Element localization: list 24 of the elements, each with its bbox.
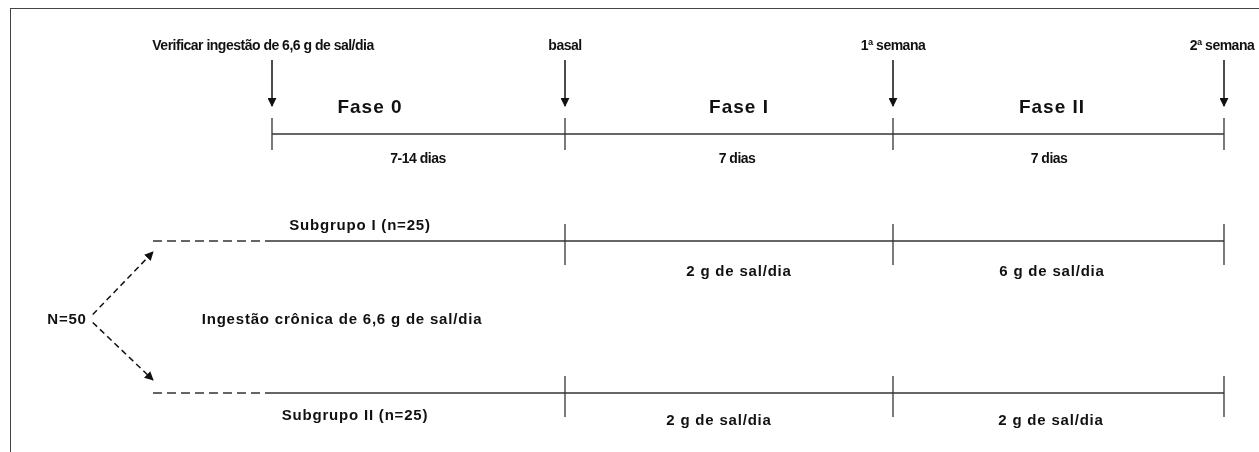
time-point-label: 1ª semana [860, 38, 926, 52]
phase-label: Fase 0 [337, 97, 403, 116]
arrow [1219, 59, 1229, 107]
phase-label: Fase I [709, 97, 769, 116]
arrow [560, 59, 570, 107]
group-label: Subgrupo II (n=25) [281, 407, 429, 422]
group-label: Subgrupo I (n=25) [289, 217, 431, 232]
arrow [92, 321, 154, 381]
arrow [92, 251, 154, 316]
dose-label: 2 g de sal/dia [998, 412, 1104, 427]
dose-label: 2 g de sal/dia [666, 412, 772, 427]
duration-label: 7-14 dias [390, 151, 446, 165]
sample-label: N=50 [47, 311, 87, 326]
dose-label: 2 g de sal/dia [686, 263, 792, 278]
arrow [267, 59, 277, 107]
dose-label: 6 g de sal/dia [999, 263, 1105, 278]
duration-label: 7 dias [1030, 151, 1068, 165]
time-point-label: basal [548, 38, 582, 52]
duration-label: 7 dias [718, 151, 756, 165]
description-text: Ingestão crônica de 6,6 g de sal/dia [201, 311, 483, 326]
phase-label: Fase II [1018, 97, 1086, 116]
time-point-label: Verificar ingestão de 6,6 g de sal/dia [152, 38, 374, 52]
arrow [888, 59, 898, 107]
time-point-label: 2ª semana [1189, 38, 1255, 52]
